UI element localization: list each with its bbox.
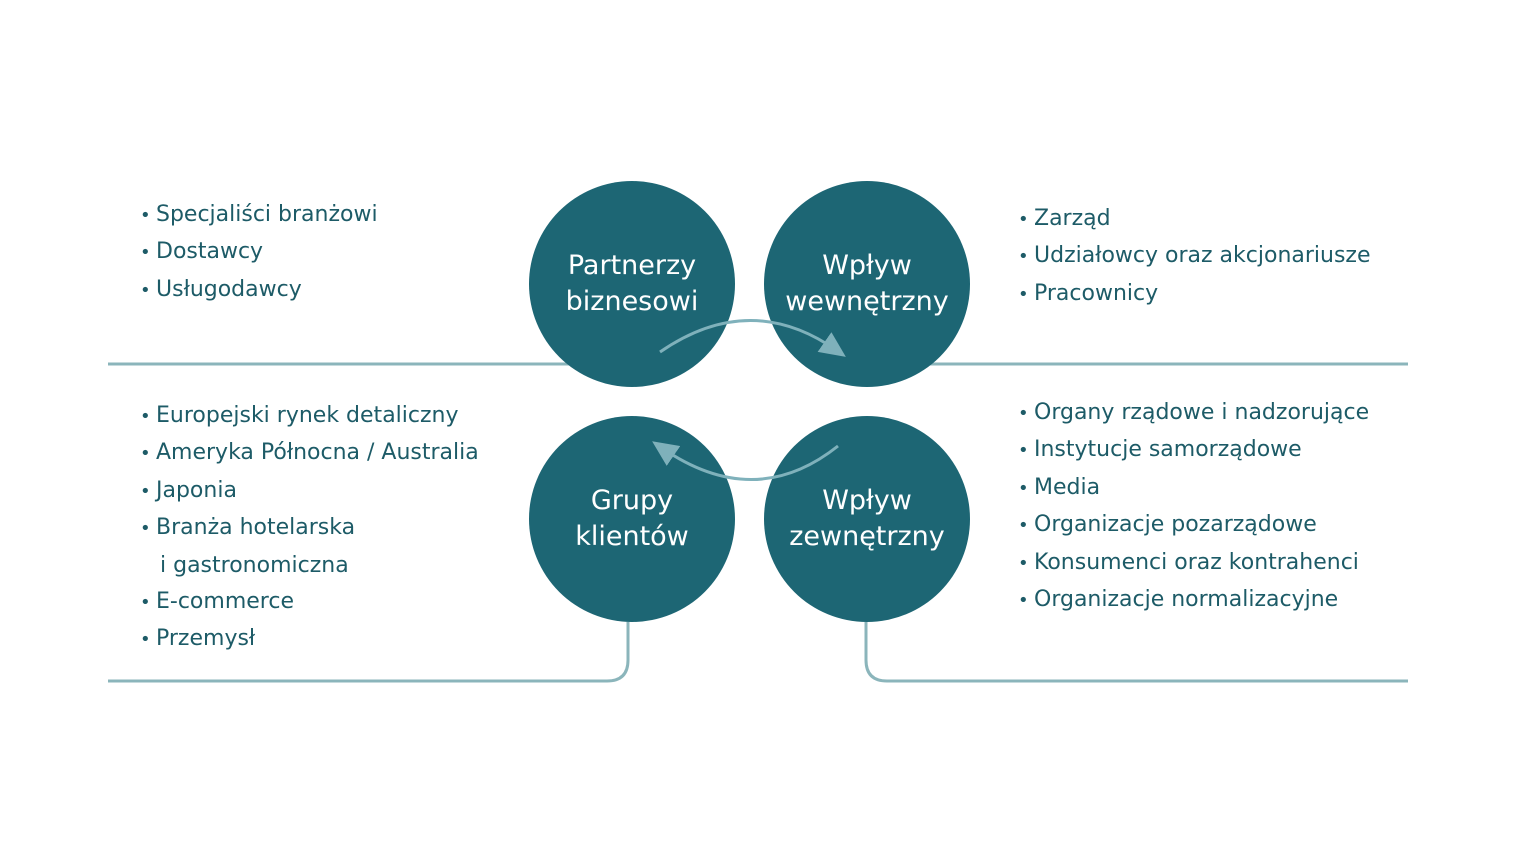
- list-item: •Instytucje samorządowe: [1018, 432, 1369, 469]
- list-item: •Konsumenci oraz kontrahenci: [1018, 545, 1369, 582]
- list-item: •Udziałowcy oraz akcjonariusze: [1018, 238, 1371, 275]
- bullet-icon: •: [140, 518, 151, 540]
- circle-external-impact-line1: Wpływ: [822, 485, 912, 516]
- bullet-icon: •: [1018, 440, 1029, 462]
- bullet-icon: •: [1018, 477, 1029, 499]
- list-item: •Specjaliści branżowi: [140, 197, 378, 234]
- list-item-text: Pracownicy: [1034, 280, 1159, 306]
- list-item-text: Udziałowcy oraz akcjonariusze: [1034, 243, 1371, 269]
- list-item: •Przemysł: [140, 621, 479, 658]
- list-item-text: Europejski rynek detaliczny: [156, 403, 459, 428]
- list-item-text: Branża hotelarska: [156, 515, 356, 541]
- list-item: •Organy rządowe i nadzorujące: [1018, 395, 1369, 432]
- list-item-text: Konsumenci oraz kontrahenci: [1034, 549, 1359, 575]
- circle-internal-impact-line2: wewnętrzny: [785, 286, 949, 317]
- list-item-text: E-commerce: [156, 589, 294, 615]
- circle-internal-impact-line1: Wpływ: [822, 250, 912, 281]
- bullet-icon: •: [140, 480, 151, 502]
- bullet-icon: •: [1018, 209, 1029, 230]
- bullet-icon: •: [1018, 403, 1029, 424]
- bottom-left-bracket-line: [108, 622, 630, 683]
- list-item: •Branża hotelarska: [140, 510, 479, 547]
- circle-customer-groups-line1: Grupy: [590, 485, 674, 516]
- list-item-text: Ameryka Północna / Australia: [156, 440, 479, 466]
- list-item-text: Organizacje normalizacyjne: [1034, 587, 1339, 613]
- circle-customer-groups-line2: klientów: [575, 521, 689, 552]
- circle-customer-groups: Grupy klientów: [529, 416, 735, 622]
- bullet-icon: •: [140, 205, 151, 226]
- list-item: •Pracownicy: [1018, 276, 1371, 313]
- bullet-icon: •: [140, 242, 151, 264]
- list-item: •Europejski rynek detaliczny: [140, 398, 479, 435]
- bullet-icon: •: [1018, 246, 1029, 268]
- list-item: •Zarząd: [1018, 201, 1371, 238]
- circle-external-impact: Wpływ zewnętrzny: [764, 416, 970, 622]
- list-item-text: Usługodawcy: [156, 276, 302, 302]
- bullet-icon: •: [140, 406, 151, 427]
- list-business-partners: •Specjaliści branżowi •Dostawcy •Usługod…: [140, 197, 378, 309]
- list-item-text: Instytucje samorządowe: [1034, 437, 1302, 463]
- list-customer-groups: •Europejski rynek detaliczny •Ameryka Pó…: [140, 398, 479, 659]
- bullet-icon: •: [140, 279, 151, 301]
- circle-internal-impact: Wpływ wewnętrzny: [764, 181, 970, 387]
- list-external-impact: •Organy rządowe i nadzorujące •Instytucj…: [1018, 395, 1369, 619]
- circle-external-impact-line2: zewnętrzny: [789, 521, 945, 552]
- list-item: •Media: [1018, 470, 1369, 507]
- list-item: •Organizacje pozarządowe: [1018, 507, 1369, 544]
- list-item-text: Organizacje pozarządowe: [1034, 512, 1317, 538]
- list-item: •Ameryka Północna / Australia: [140, 435, 479, 472]
- list-item-text: Japonia: [156, 477, 237, 503]
- list-item-text: Zarząd: [1034, 206, 1111, 231]
- list-item: •Usługodawcy: [140, 272, 378, 309]
- list-item: •Organizacje normalizacyjne: [1018, 582, 1369, 619]
- list-item: •E-commerce: [140, 584, 479, 621]
- circle-business-partners: Partnerzy biznesowi: [529, 181, 735, 387]
- list-item-continuation: i gastronomiczna: [140, 548, 479, 584]
- bottom-right-bracket-line: [864, 622, 1408, 683]
- bullet-icon: •: [1018, 552, 1029, 574]
- bullet-icon: •: [1018, 283, 1029, 305]
- bullet-icon: •: [140, 629, 151, 651]
- list-item-text: Przemysł: [156, 626, 256, 652]
- list-item-text: Dostawcy: [156, 239, 264, 265]
- list-item: •Japonia: [140, 473, 479, 510]
- list-item-text: i gastronomiczna: [160, 552, 349, 578]
- list-item: •Dostawcy: [140, 234, 378, 271]
- bullet-icon: •: [1018, 590, 1029, 612]
- bullet-icon: •: [140, 592, 151, 614]
- list-item-text: Media: [1034, 474, 1101, 500]
- list-internal-impact: •Zarząd •Udziałowcy oraz akcjonariusze •…: [1018, 201, 1371, 313]
- circle-business-partners-line2: biznesowi: [565, 286, 699, 317]
- bullet-icon: •: [1018, 515, 1029, 537]
- list-item-text: Organy rządowe i nadzorujące: [1034, 400, 1370, 425]
- list-item-text: Specjaliści branżowi: [156, 202, 378, 227]
- bullet-icon: •: [140, 443, 151, 465]
- circle-business-partners-line1: Partnerzy: [567, 250, 697, 281]
